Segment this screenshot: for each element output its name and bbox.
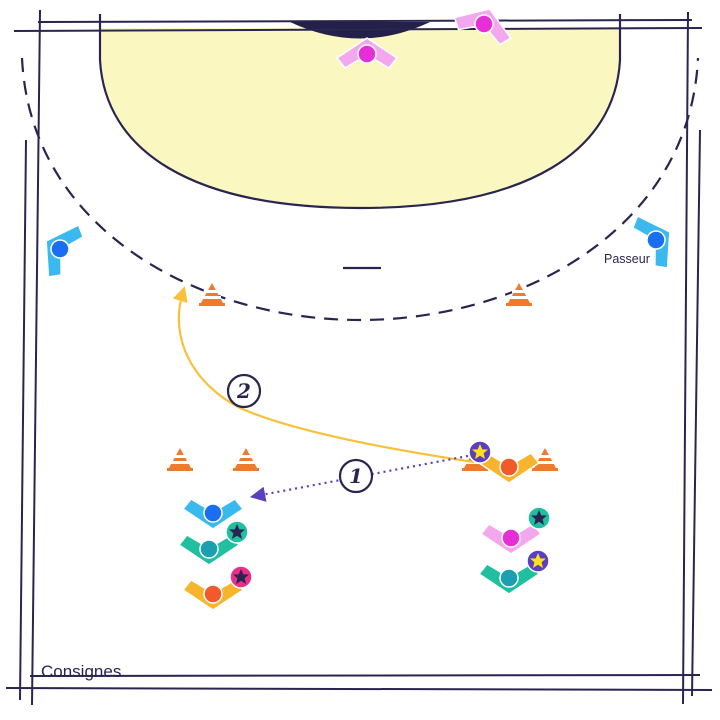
star-icon [526, 549, 550, 573]
run-arrow [172, 286, 475, 464]
cone [199, 283, 225, 306]
court-boundary [5, 9, 713, 706]
star-icon [225, 520, 249, 544]
player-passer [631, 214, 671, 269]
passer-label: Passeur [604, 252, 650, 266]
player-queue-right-2 [479, 506, 551, 555]
svg-text:1: 1 [349, 464, 363, 488]
instructions-label: Consignes [41, 662, 121, 681]
cone [233, 448, 259, 471]
goal-area-line [98, 14, 622, 210]
player-goalkeeper [453, 8, 512, 46]
player-queue-right-1 [468, 440, 541, 484]
goal-area-zone [100, 28, 620, 208]
svg-text:2: 2 [236, 379, 251, 403]
step-badge-2: 2 [226, 373, 262, 409]
player-left-wing [45, 223, 85, 278]
player-defender [335, 37, 399, 69]
player-queue-left-2 [177, 520, 249, 566]
star-icon [229, 565, 253, 589]
step-badge-1: 1 [338, 458, 374, 494]
player-queue-left-3 [181, 565, 253, 611]
star-icon [527, 506, 551, 530]
star-icon [468, 440, 492, 464]
player-queue-left-1 [181, 498, 245, 530]
player-queue-right-3 [477, 549, 550, 595]
free-throw-line [20, 57, 700, 322]
cone [167, 448, 193, 471]
